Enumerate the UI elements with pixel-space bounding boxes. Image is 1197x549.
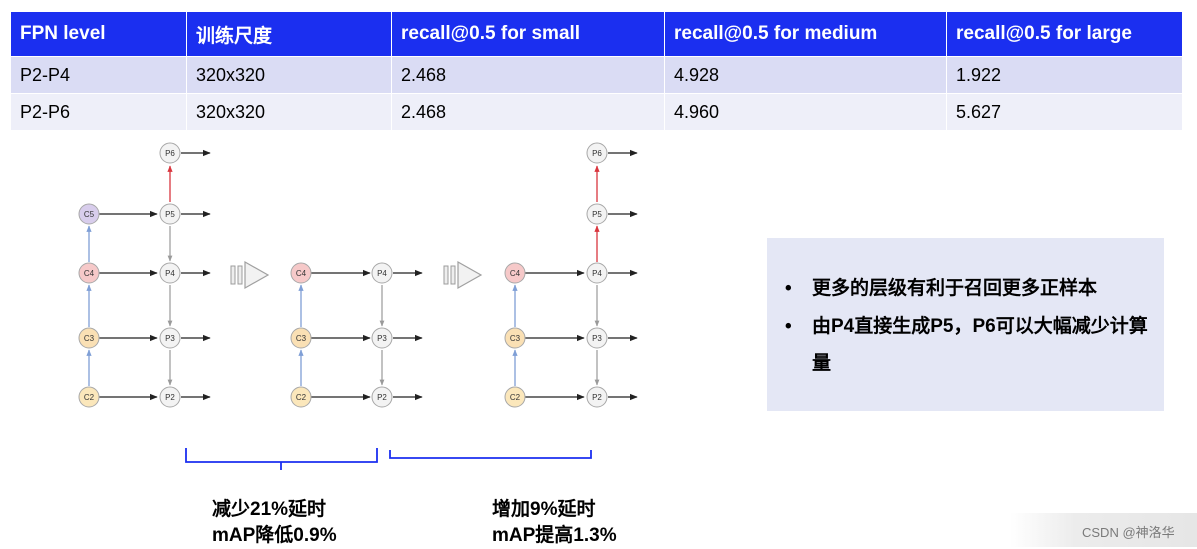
- caption-latency-increase: 增加9%延时 mAP提高1.3%: [492, 497, 617, 549]
- node-c4: C4: [504, 262, 526, 284]
- header-recall-medium: recall@0.5 for medium: [664, 11, 947, 57]
- table-cell: 2.468: [391, 56, 665, 94]
- transform-arrow-icon: [443, 260, 483, 290]
- node-label: P4: [165, 269, 175, 278]
- table-row: P2-P4 320x320 2.468 4.928 1.922: [10, 56, 1183, 94]
- node-p5: P5: [159, 203, 181, 225]
- node-p5: P5: [586, 203, 608, 225]
- node-label: P6: [592, 149, 602, 158]
- node-p4: P4: [371, 262, 393, 284]
- node-label: P4: [377, 269, 387, 278]
- node-label: P2: [592, 393, 602, 402]
- bullet-icon: •: [785, 278, 792, 299]
- note-text: 更多的层级有利于召回更多正样本: [812, 278, 1098, 299]
- node-p3: P3: [371, 327, 393, 349]
- node-p6: P6: [586, 142, 608, 164]
- node-label: C3: [510, 334, 521, 343]
- note-text: 由P4直接生成P5，P6可以大幅减少计算量: [812, 316, 1148, 374]
- header-recall-large: recall@0.5 for large: [946, 11, 1183, 57]
- table-cell: 320x320: [186, 93, 392, 131]
- list-item: • 更多的层级有利于召回更多正样本: [785, 270, 1152, 307]
- table-cell: P2-P4: [10, 56, 187, 94]
- diagram-p2-p6: C2 C3 C4 C5 P2 P3 P4 P5 P6: [78, 142, 211, 408]
- node-label: C4: [84, 269, 95, 278]
- table-cell: 4.960: [664, 93, 947, 131]
- node-p2: P2: [159, 386, 181, 408]
- node-c2: C2: [290, 386, 312, 408]
- node-label: C4: [510, 269, 521, 278]
- brace-left: [185, 448, 378, 470]
- node-label: P2: [377, 393, 387, 402]
- node-label: P5: [592, 210, 602, 219]
- node-p6: P6: [159, 142, 181, 164]
- node-label: P3: [592, 334, 602, 343]
- table-cell: 320x320: [186, 56, 392, 94]
- node-p2: P2: [371, 386, 393, 408]
- table-cell: 2.468: [391, 93, 665, 131]
- summary-note-box: • 更多的层级有利于召回更多正样本 • 由P4直接生成P5，P6可以大幅减少计算…: [767, 238, 1164, 411]
- node-label: C2: [510, 393, 521, 402]
- node-c4: C4: [290, 262, 312, 284]
- node-c3: C3: [78, 327, 100, 349]
- node-label: C4: [296, 269, 307, 278]
- table-cell: P2-P6: [10, 93, 187, 131]
- node-label: C2: [84, 393, 95, 402]
- node-p4: P4: [159, 262, 181, 284]
- caption-line: 增加9%延时: [492, 499, 596, 520]
- node-label: C2: [296, 393, 307, 402]
- node-c3: C3: [290, 327, 312, 349]
- watermark-text: CSDN @神洛华: [1082, 525, 1175, 540]
- node-label: C3: [84, 334, 95, 343]
- fpn-recall-table: FPN level 训练尺度 recall@0.5 for small reca…: [10, 11, 1183, 131]
- caption-line: mAP降低0.9%: [212, 525, 337, 546]
- header-fpn-level: FPN level: [10, 11, 187, 57]
- caption-line: mAP提高1.3%: [492, 525, 617, 546]
- node-p3: P3: [586, 327, 608, 349]
- node-c5: C5: [78, 203, 100, 225]
- caption-latency-decrease: 减少21%延时 mAP降低0.9%: [212, 497, 337, 549]
- node-c2: C2: [78, 386, 100, 408]
- diagram-p2-p4: C2 C3 C4 P2 P3 P4: [290, 262, 423, 408]
- table-header-row: FPN level 训练尺度 recall@0.5 for small reca…: [10, 11, 1183, 57]
- node-c4: C4: [78, 262, 100, 284]
- table-cell: 1.922: [946, 56, 1183, 94]
- table-cell: 4.928: [664, 56, 947, 94]
- node-label: P5: [165, 210, 175, 219]
- node-p4: P4: [586, 262, 608, 284]
- list-item: • 由P4直接生成P5，P6可以大幅减少计算量: [785, 308, 1152, 382]
- transform-arrow-icon: [230, 260, 270, 290]
- node-label: P4: [592, 269, 602, 278]
- node-c2: C2: [504, 386, 526, 408]
- brace-right: [389, 450, 592, 459]
- node-label: C5: [84, 210, 95, 219]
- node-label: P2: [165, 393, 175, 402]
- table-cell: 5.627: [946, 93, 1183, 131]
- table-row: P2-P6 320x320 2.468 4.960 5.627: [10, 93, 1183, 131]
- node-p3: P3: [159, 327, 181, 349]
- diagram-p2-p6-from-p4: C2 C3 C4 P2 P3 P4 P5 P6: [504, 142, 638, 408]
- node-label: P3: [165, 334, 175, 343]
- bullet-icon: •: [785, 316, 792, 337]
- node-c3: C3: [504, 327, 526, 349]
- caption-line: 减少21%延时: [212, 499, 327, 520]
- node-label: P6: [165, 149, 175, 158]
- node-label: P3: [377, 334, 387, 343]
- node-label: C3: [296, 334, 307, 343]
- node-p2: P2: [586, 386, 608, 408]
- watermark: CSDN @神洛华: [1010, 513, 1197, 547]
